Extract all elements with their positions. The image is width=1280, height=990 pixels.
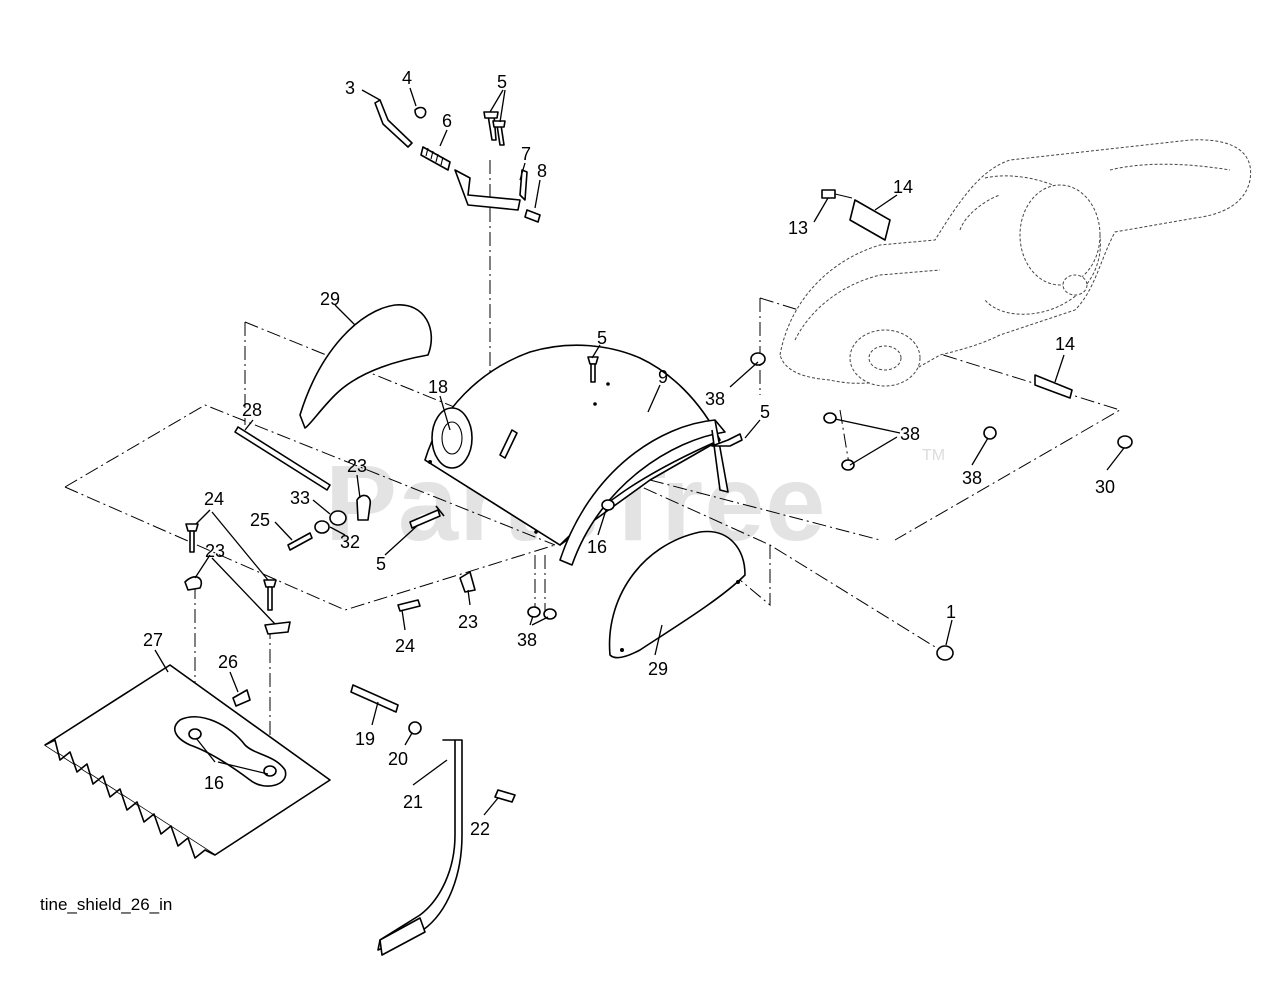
callout-16: 16 <box>587 537 607 557</box>
callout-3: 3 <box>345 78 355 98</box>
callout-13: 13 <box>788 218 808 238</box>
callout-5: 5 <box>597 328 607 348</box>
leader-lines <box>154 87 1125 816</box>
callout-1: 1 <box>946 602 956 622</box>
watermark-trademark: TM <box>922 447 945 464</box>
rubber-flap <box>559 419 729 566</box>
callout-23: 23 <box>347 456 367 476</box>
callout-22: 22 <box>470 819 490 839</box>
callout-38: 38 <box>517 630 537 650</box>
callout-23: 23 <box>458 612 478 632</box>
callout-29: 29 <box>648 659 668 679</box>
bracket-upper <box>821 189 891 241</box>
callout-29: 29 <box>320 289 340 309</box>
callout-7: 7 <box>521 144 531 164</box>
callout-labels: 3 4 5 6 7 8 13 14 29 5 9 14 18 38 5 38 2… <box>143 68 1115 839</box>
depth-stake <box>350 684 516 956</box>
callout-24: 24 <box>204 489 224 509</box>
callout-28: 28 <box>242 400 262 420</box>
callout-23: 23 <box>205 541 225 561</box>
callout-16: 16 <box>204 773 224 793</box>
callout-21: 21 <box>403 792 423 812</box>
callout-14: 14 <box>1055 334 1075 354</box>
hardware-small <box>287 510 347 551</box>
diagram-caption: tine_shield_26_in <box>40 895 172 914</box>
callout-38: 38 <box>900 424 920 444</box>
callout-8: 8 <box>537 161 547 181</box>
side-plate-lower <box>608 530 746 659</box>
callout-27: 27 <box>143 630 163 650</box>
depth-stake-bracket-assembly <box>374 99 541 223</box>
callout-14: 14 <box>893 177 913 197</box>
bolts <box>185 356 743 612</box>
callout-19: 19 <box>355 729 375 749</box>
leveling-shield <box>44 664 331 859</box>
callout-26: 26 <box>218 652 238 672</box>
callout-38: 38 <box>962 468 982 488</box>
callout-6: 6 <box>442 111 452 131</box>
tie-rod <box>234 426 331 491</box>
callout-25: 25 <box>250 510 270 530</box>
nuts <box>527 352 1133 661</box>
callout-38: 38 <box>705 389 725 409</box>
callout-33: 33 <box>290 488 310 508</box>
callout-32: 32 <box>340 532 360 552</box>
callout-24: 24 <box>395 636 415 656</box>
callout-5: 5 <box>497 72 507 92</box>
callout-30: 30 <box>1095 477 1115 497</box>
callout-9: 9 <box>658 367 668 387</box>
callout-5: 5 <box>376 554 386 574</box>
callout-18: 18 <box>428 377 448 397</box>
callout-4: 4 <box>402 68 412 88</box>
side-plate-upper <box>299 304 433 429</box>
callout-5: 5 <box>760 402 770 422</box>
callout-20: 20 <box>388 749 408 769</box>
bracket-right <box>1034 374 1073 399</box>
tiller-transmission-housing <box>779 139 1252 387</box>
